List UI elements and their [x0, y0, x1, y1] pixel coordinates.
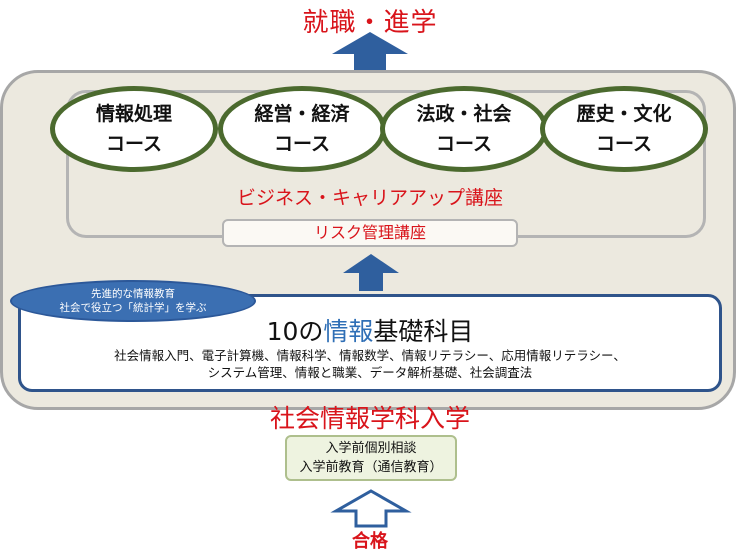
foundation-subject-list: 社会情報入門、電子計算機、情報科学、情報数学、情報リテラシー、応用情報リテラシー…	[114, 348, 626, 380]
foundation-title-highlight: 情報	[323, 317, 374, 346]
course-history-culture: 歴史・文化 コース	[540, 86, 708, 172]
course-information-processing: 情報処理 コース	[50, 86, 218, 172]
badge-line-1: 先進的な情報教育	[91, 288, 175, 300]
pre-enrollment-line-2: 入学前教育（通信教育）	[299, 460, 443, 475]
pass-label: 合格	[352, 531, 388, 552]
up-arrow-icon	[343, 254, 399, 291]
foundation-title: 10の情報基礎科目	[18, 312, 722, 348]
course-management-economics: 経営・経済 コース	[218, 86, 386, 172]
business-career-course: ビジネス・キャリアアップ講座	[236, 187, 503, 209]
course-law-society: 法政・社会 コース	[380, 86, 548, 172]
foundation-title-suffix: 基礎科目	[373, 317, 474, 346]
course-label: 経営・経済 コース	[254, 103, 350, 155]
course-label: 情報処理 コース	[95, 103, 172, 155]
outline-up-arrow-icon	[330, 489, 412, 528]
pre-enrollment-box: 入学前個別相談 入学前教育（通信教育）	[285, 435, 457, 481]
course-label: 法政・社会 コース	[416, 103, 512, 155]
foundation-title-prefix: 10の	[266, 317, 324, 346]
enrollment-title: 社会情報学科入学	[269, 404, 470, 433]
risk-management-course: リスク管理講座	[222, 219, 518, 247]
pre-enrollment-line-1: 入学前個別相談	[325, 441, 417, 456]
badge-line-2: 社会で役立つ「統計学」を学ぶ	[59, 302, 207, 314]
up-arrow-icon	[332, 32, 408, 70]
course-label: 歴史・文化 コース	[576, 103, 672, 155]
advanced-education-badge: 先進的な情報教育 社会で役立つ「統計学」を学ぶ	[10, 280, 256, 322]
